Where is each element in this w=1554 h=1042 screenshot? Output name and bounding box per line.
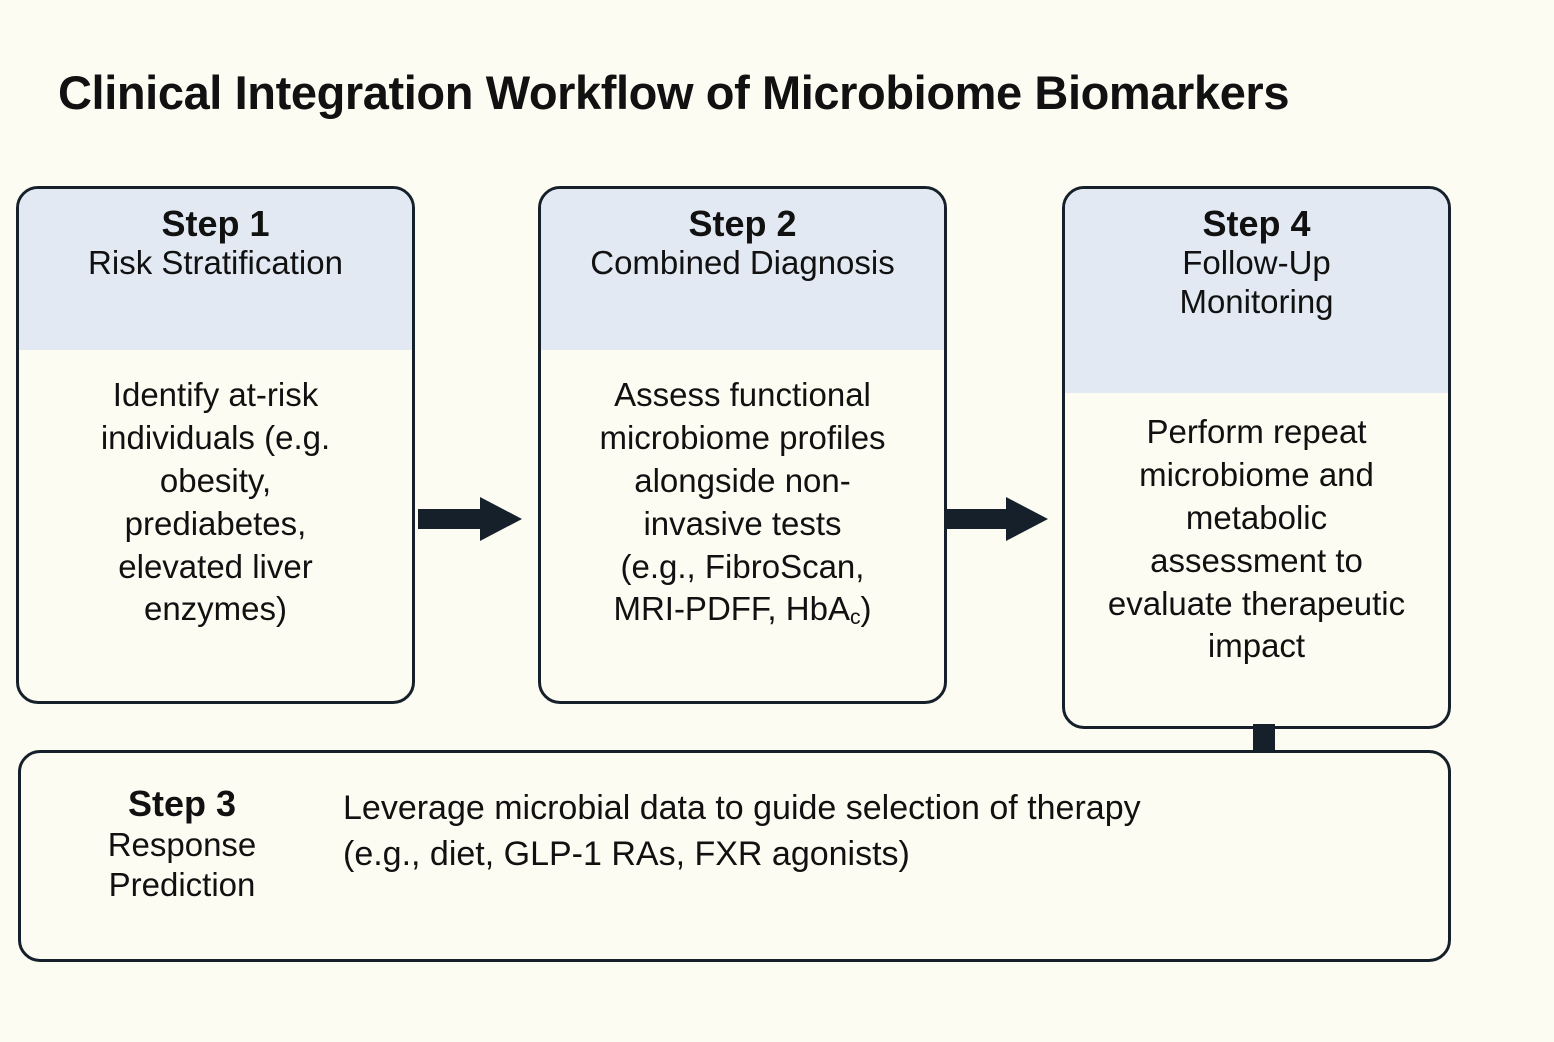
step-2-body-subscript: c	[849, 606, 861, 630]
step-2-name: Combined Diagnosis	[590, 244, 895, 282]
step-1-name: Risk Stratification	[88, 244, 343, 282]
arrow-right-icon-step1-to-step2	[418, 497, 522, 541]
arrow-right-icon-step2-to-step4	[944, 497, 1048, 541]
step-4-header: Step 4 Follow-Up Monitoring	[1065, 189, 1448, 393]
step-2-body: Assess functional microbiome profiles al…	[541, 350, 944, 642]
step-2-header: Step 2 Combined Diagnosis	[541, 189, 944, 350]
step-3-label: Step 3 Response Prediction	[21, 753, 343, 905]
step-3-name: Response Prediction	[107, 826, 257, 904]
page-title: Clinical Integration Workflow of Microbi…	[58, 66, 1290, 119]
step-3-body: Leverage microbial data to guide selecti…	[343, 789, 1141, 874]
step-2-number: Step 2	[688, 203, 797, 244]
step-4-name: Follow-Up Monitoring	[1179, 244, 1334, 320]
step-box-step-1[interactable]: Step 1 Risk Stratification Identify at-r…	[16, 186, 415, 704]
step-box-step-4[interactable]: Step 4 Follow-Up Monitoring Perform repe…	[1062, 186, 1451, 729]
connector-bar-step4-to-step3	[1253, 724, 1275, 756]
step-2-body-tail: )	[860, 590, 872, 628]
step-1-number: Step 1	[161, 203, 270, 244]
step-4-number: Step 4	[1202, 203, 1311, 244]
step-1-body: Identify at-risk individuals (e.g. obesi…	[100, 376, 331, 628]
step-1-header: Step 1 Risk Stratification	[19, 189, 412, 350]
step-box-step-2[interactable]: Step 2 Combined Diagnosis Assess functio…	[538, 186, 947, 704]
step-2-body-main: Assess functional microbiome profiles al…	[599, 376, 886, 628]
step-box-step-3[interactable]: Step 3 Response Prediction Leverage micr…	[18, 750, 1451, 962]
step-3-number: Step 3	[127, 783, 237, 824]
step-4-body: Perform repeat microbiome and metabolic …	[1107, 413, 1406, 665]
